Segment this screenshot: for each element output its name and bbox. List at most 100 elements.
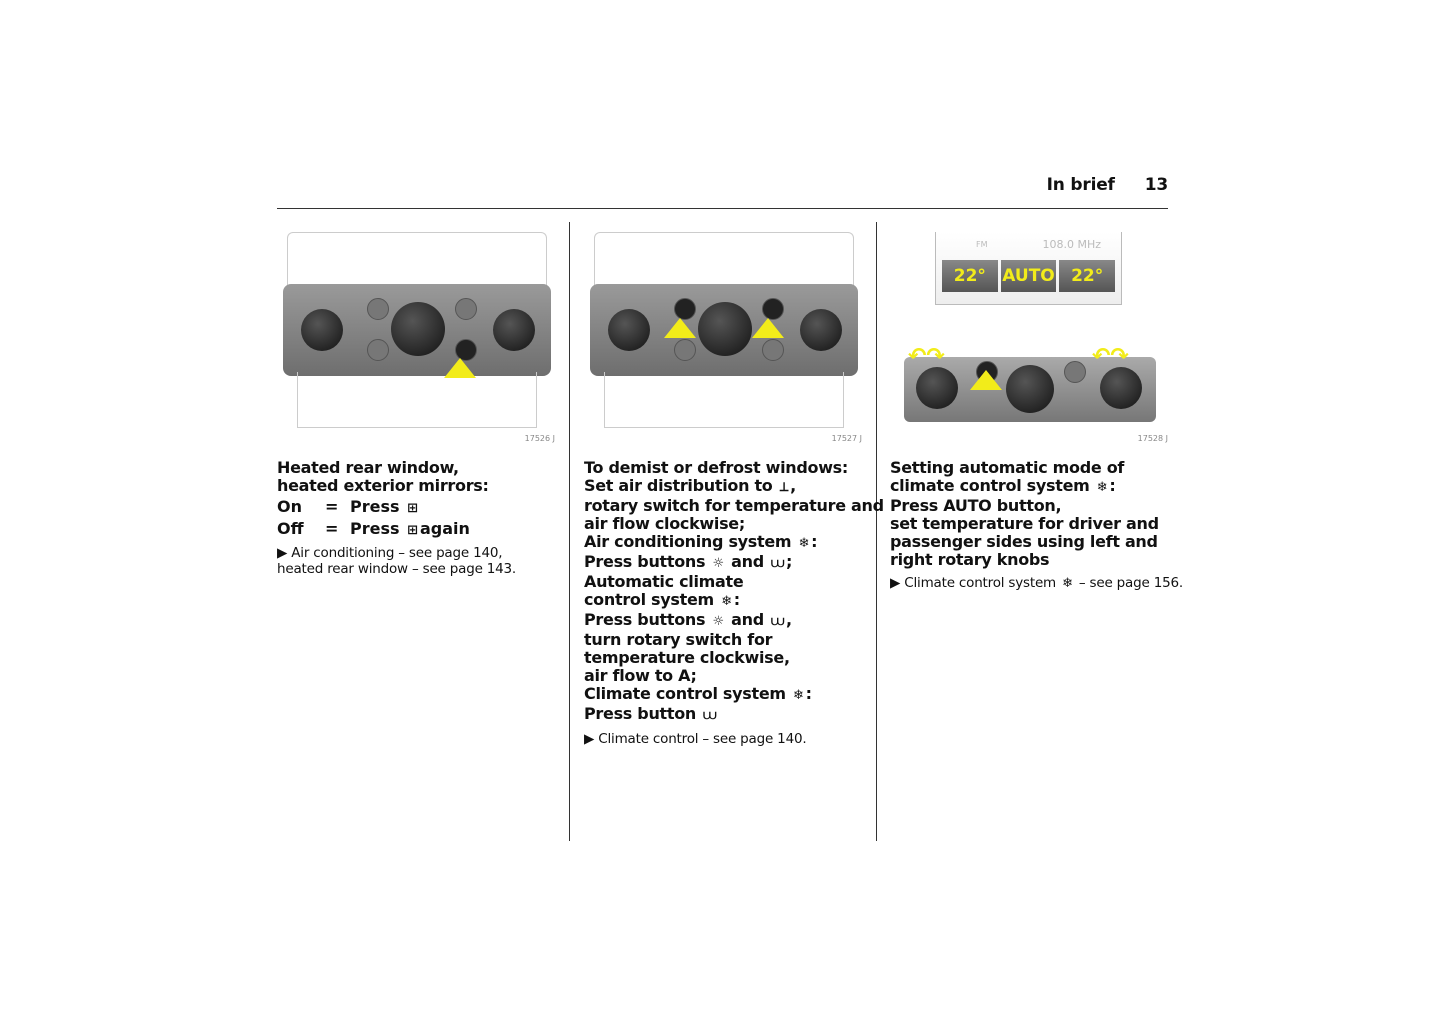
text-segment: – see page 156. — [1074, 575, 1183, 591]
equals: = — [325, 496, 339, 516]
highlight-arrow-icon — [970, 370, 1002, 390]
text-line: Press buttons ☼ and ⩊, — [584, 611, 864, 631]
text-segment: climate control system — [890, 476, 1095, 495]
instruction-text: To demist or defrost windows:Set air dis… — [584, 459, 884, 725]
highlight-arrow-icon — [752, 318, 784, 338]
figure-code: 17528 J — [1137, 434, 1168, 443]
figure-code: 17526 J — [524, 434, 555, 443]
figure-code: 17527 J — [831, 434, 862, 443]
text-line: passenger sides using left and — [890, 533, 1170, 551]
storage-tray — [297, 372, 537, 428]
text-segment: Press buttons — [584, 552, 711, 571]
text-line: Press button ⩊ — [584, 705, 864, 725]
action: Press — [350, 496, 400, 516]
text-segment: ▶ Air conditioning – see page 140, — [277, 545, 503, 561]
figure-climate-control: FM 108.0 MHz 22° AUTO 22° ↶↷ ↶↷ 17528 J — [890, 222, 1170, 445]
text-segment: air flow clockwise; — [584, 514, 745, 533]
windscreen-defrost-icon: ⩊ — [771, 614, 785, 629]
text-segment: control system — [584, 590, 720, 609]
recirculation-button — [367, 339, 389, 361]
text-line: set temperature for driver and — [890, 515, 1170, 533]
ac-button — [367, 298, 389, 320]
state-label: Off — [277, 518, 304, 538]
page-number: 13 — [1144, 175, 1168, 195]
windscreen-defrost-icon: ⩊ — [771, 556, 785, 571]
text-line: Press buttons ☼ and ⩊; — [584, 553, 864, 573]
text-segment: Setting automatic mode of — [890, 458, 1125, 477]
fan-knob — [1006, 365, 1054, 413]
text-line: Heated rear window, — [277, 459, 557, 477]
cross-reference: ▶ Air conditioning – see page 140,heated… — [277, 545, 557, 577]
text-segment: : — [1109, 476, 1116, 495]
right-temperature-knob — [1100, 367, 1142, 409]
text-segment: Automatic climate — [584, 572, 744, 591]
fan-speed-knob — [493, 309, 535, 351]
rotate-arrows-icon: ↶↷ — [908, 344, 945, 369]
text-segment: , — [790, 476, 796, 495]
rear-window-heater-button — [762, 339, 784, 361]
instruction-text: Heated rear window,heated exterior mirro… — [277, 459, 557, 495]
windscreen-defrost-button — [1064, 361, 1086, 383]
text-segment: , — [786, 610, 792, 629]
text-segment: and — [725, 610, 770, 629]
text-segment: set temperature for driver and — [890, 514, 1159, 533]
text-segment: right rotary knobs — [890, 550, 1050, 569]
text-segment: To demist or defrost windows: — [584, 458, 849, 477]
figure-heater-panel: 17527 J — [584, 222, 864, 445]
on-off-table: On = Press ⊞ Off = Press ⊞again — [277, 495, 470, 539]
windscreen-defrost-button — [762, 298, 784, 320]
column-divider — [569, 222, 570, 841]
snowflake-icon: ❄ — [793, 688, 804, 703]
rotate-arrows-icon: ↶↷ — [1092, 344, 1129, 369]
text-line: Setting automatic mode of — [890, 459, 1170, 477]
climate-mode: AUTO — [1000, 260, 1057, 292]
radio-frequency: 108.0 MHz — [1042, 238, 1101, 251]
text-segment: Press AUTO button, — [890, 496, 1062, 515]
text-line: Air conditioning system ❄: — [584, 533, 864, 553]
driver-temperature: 22° — [942, 260, 998, 292]
text-line: ▶ Climate control – see page 140. — [584, 731, 864, 747]
snowflake-icon: ❄ — [798, 536, 810, 551]
section-title: In brief — [1046, 175, 1115, 195]
state-label: On — [277, 496, 302, 516]
windscreen-footwell-icon: ⟂ — [779, 480, 789, 495]
text-line: Set air distribution to ⟂, — [584, 477, 864, 497]
text-segment: Heated rear window, — [277, 458, 459, 477]
column-automatic-mode: FM 108.0 MHz 22° AUTO 22° ↶↷ ↶↷ 17528 J … — [890, 222, 1183, 592]
text-segment: ; — [786, 552, 793, 571]
text-line: right rotary knobs — [890, 551, 1170, 569]
text-line: To demist or defrost windows: — [584, 459, 864, 477]
text-line: Press AUTO button, — [890, 497, 1170, 515]
column-divider — [876, 222, 877, 841]
air-distribution-knob — [608, 309, 650, 351]
ac-icon: ☼ — [712, 556, 725, 571]
text-line: air flow clockwise; — [584, 515, 864, 533]
text-segment: : — [811, 532, 818, 551]
column-heated-rear-window: 17526 J Heated rear window,heated exteri… — [277, 222, 557, 577]
radio-band: FM — [976, 240, 988, 249]
dashboard-outline — [594, 232, 854, 293]
air-distribution-knob — [301, 309, 343, 351]
action: Press — [350, 518, 400, 538]
text-segment: Press buttons — [584, 610, 711, 629]
ac-icon: ☼ — [712, 614, 725, 629]
temperature-knob — [698, 302, 752, 356]
text-segment: Set air distribution to — [584, 476, 778, 495]
text-segment: air flow to A; — [584, 666, 697, 685]
cross-reference: ▶ Climate control system ❄ – see page 15… — [890, 575, 1183, 592]
snowflake-icon: ❄ — [721, 594, 732, 609]
snowflake-icon: ❄ — [1096, 480, 1108, 495]
snowflake-icon: ❄ — [1062, 576, 1073, 591]
figure-heater-panel: 17526 J — [277, 222, 557, 445]
text-line: heated exterior mirrors: — [277, 477, 557, 495]
text-segment: passenger sides using left and — [890, 532, 1158, 551]
cross-reference: ▶ Climate control – see page 140. — [584, 731, 864, 747]
text-segment: turn rotary switch for — [584, 630, 773, 649]
highlight-arrow-icon — [444, 358, 476, 378]
text-segment: temperature clockwise, — [584, 648, 790, 667]
text-line: control system ❄: — [584, 591, 864, 611]
fan-speed-knob — [800, 309, 842, 351]
rear-window-heater-icon: ⊞ — [407, 522, 418, 538]
temperature-knob — [391, 302, 445, 356]
